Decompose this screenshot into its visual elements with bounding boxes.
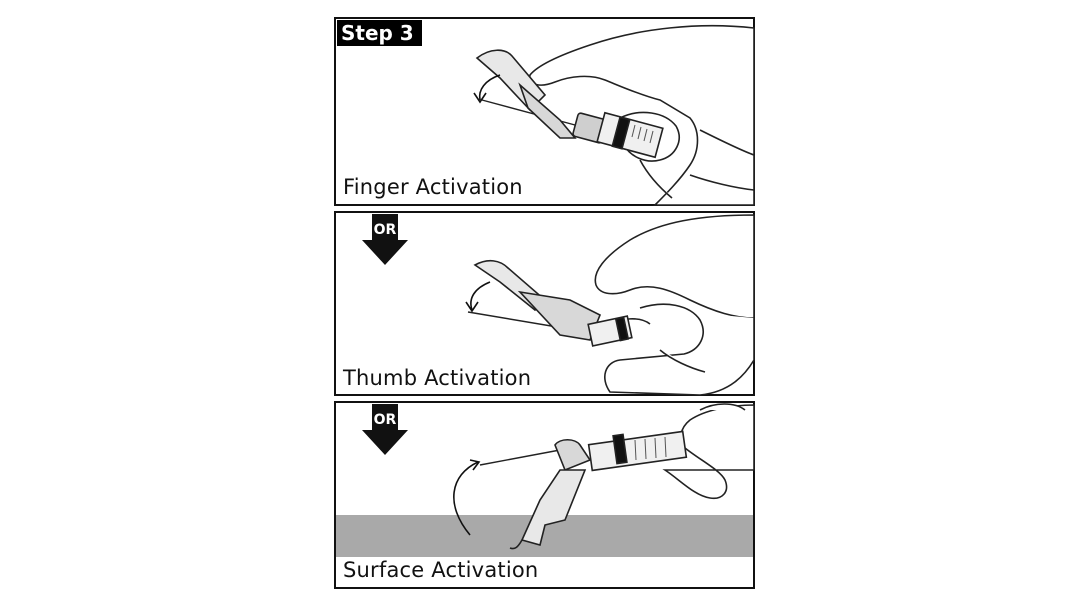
hand-illustration xyxy=(594,214,755,396)
or-arrow-1: OR xyxy=(362,214,408,265)
safety-needle-device xyxy=(467,259,633,347)
or-arrow-2: OR xyxy=(362,404,408,455)
rotation-arrow xyxy=(453,459,481,536)
or-arrow-label: OR xyxy=(374,412,397,428)
panel-surface-activation: OR xyxy=(334,401,755,589)
rotation-arrow xyxy=(465,281,491,313)
or-arrow-label: OR xyxy=(374,222,397,238)
panel-thumb-activation: OR xyxy=(334,211,755,396)
step-title-badge: Step 3 xyxy=(337,20,422,46)
panel-finger-activation xyxy=(334,17,755,206)
panel-label-finger: Finger Activation xyxy=(343,175,523,199)
safety-needle-device xyxy=(475,49,664,159)
rotation-arrow xyxy=(473,74,501,104)
hand-illustration xyxy=(662,403,755,500)
safety-needle-device xyxy=(479,430,688,550)
panel-label-thumb: Thumb Activation xyxy=(343,366,532,390)
panel-label-surface: Surface Activation xyxy=(343,558,539,582)
